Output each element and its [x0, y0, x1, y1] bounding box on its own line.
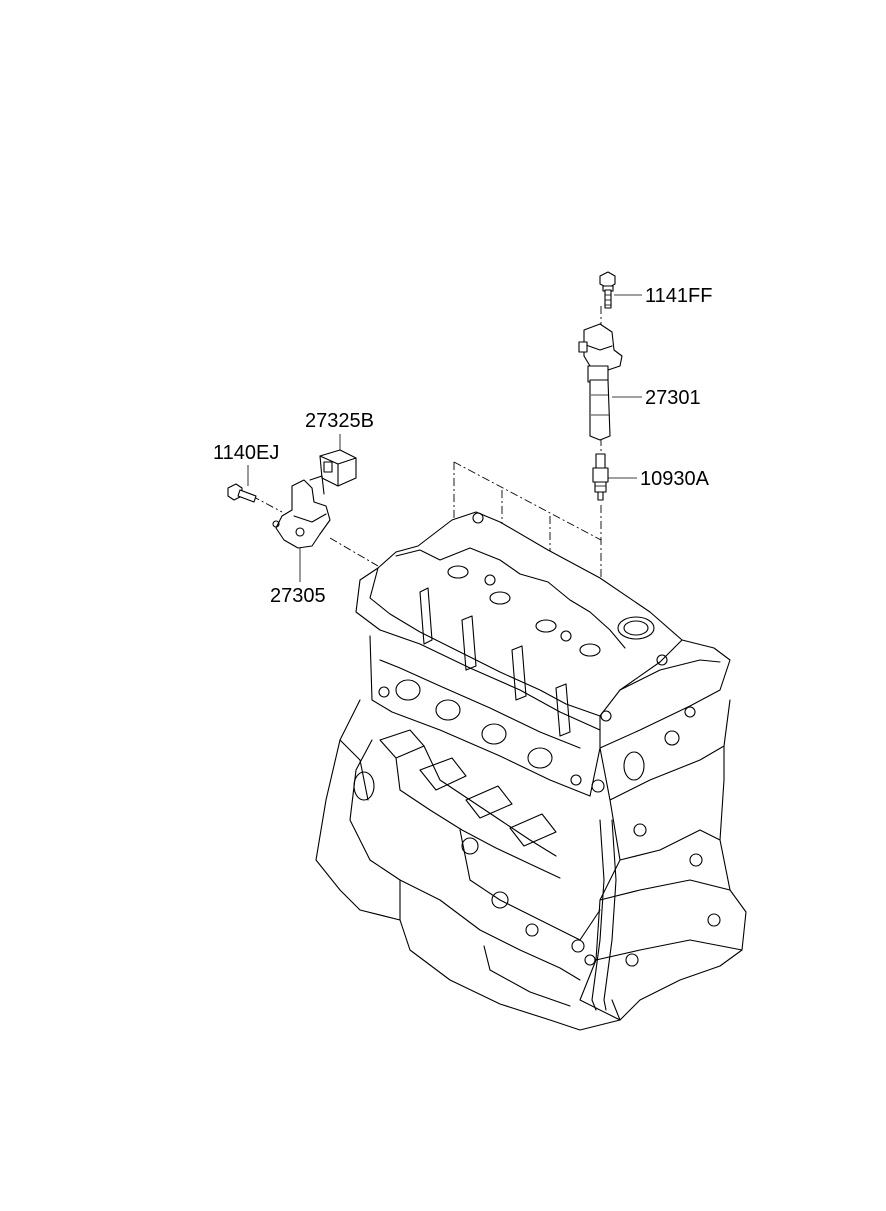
bolt-1141FF: [599, 271, 616, 309]
callout-label-27305: 27305: [270, 585, 326, 607]
callout-label-27301: 27301: [645, 387, 701, 409]
bracket-27305: [272, 475, 331, 549]
spark-plug-10930A: [592, 453, 609, 501]
callout-label-1141FF: 1141FF: [645, 285, 712, 307]
callout-label-10930A: 10930A: [640, 468, 710, 490]
callout-label-27325B: 27325B: [305, 410, 374, 432]
leader-lines: [247, 294, 642, 582]
bolt-1140EJ: [227, 483, 257, 503]
callout-label-1140EJ: 1140EJ: [213, 442, 279, 464]
ignition-coil-27301: [578, 323, 623, 441]
sensor-27325B: [319, 449, 357, 487]
engine-assembly: [315, 511, 747, 1031]
